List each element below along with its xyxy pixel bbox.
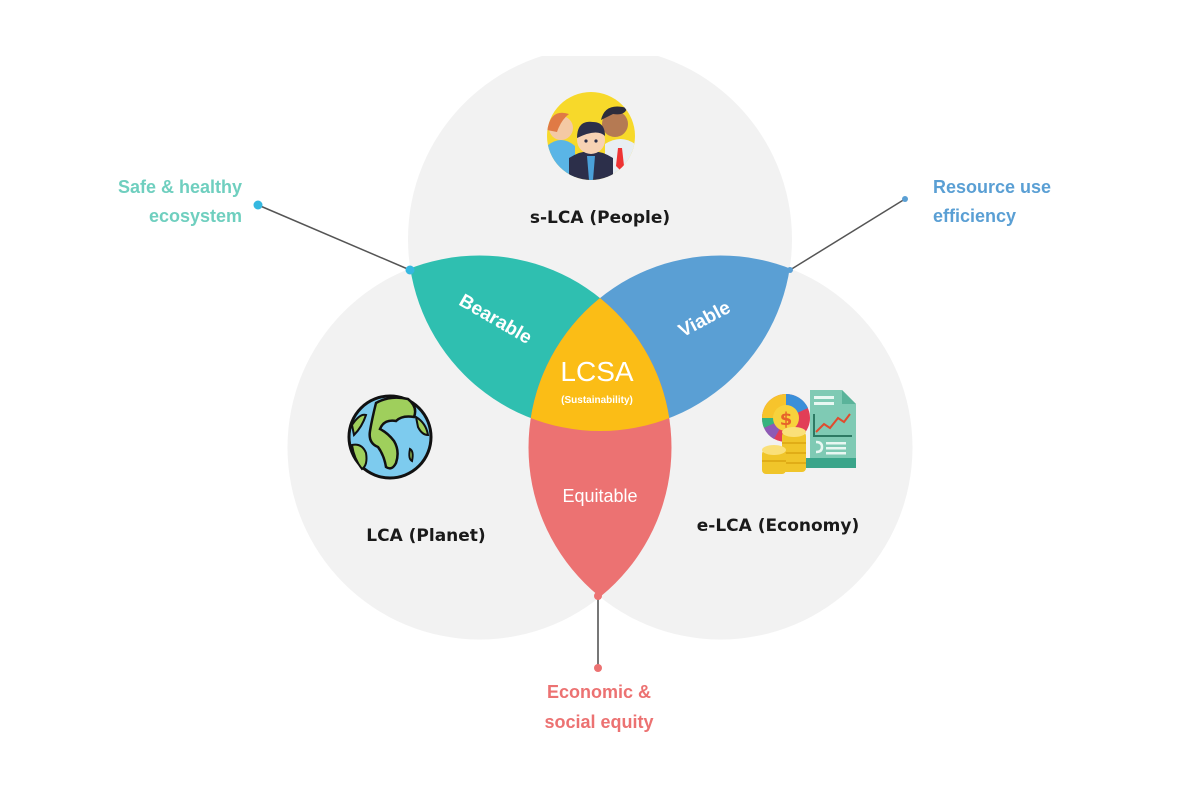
- pillar-label-people: s-LCA (People): [530, 208, 670, 228]
- callout-lines: [253, 196, 908, 672]
- pillar-label-economy: e-LCA (Economy): [697, 516, 859, 536]
- callout-equitable: Economic & social equity: [544, 682, 653, 732]
- center-subtitle: (Sustainability): [561, 395, 633, 406]
- pillar-label-planet: LCA (Planet): [366, 526, 485, 546]
- center-title: LCSA: [560, 356, 633, 387]
- center-lcsa: [528, 255, 672, 431]
- callout-bearable: Safe & healthy ecosystem: [118, 177, 242, 226]
- callout-line-bearable: [257, 204, 411, 271]
- callout-equitable-line2: social equity: [544, 712, 653, 732]
- overlap-label-equitable: Equitable: [562, 486, 637, 506]
- finance-report-icon: $: [761, 390, 856, 474]
- callout-viable-line2: efficiency: [933, 206, 1016, 226]
- callout-line-viable: [789, 198, 906, 271]
- callout-bearable-line2: ecosystem: [149, 206, 242, 226]
- callout-dot-equitable-inner: [594, 592, 602, 600]
- callout-bearable-line1: Safe & healthy: [118, 177, 242, 197]
- callout-viable: Resource use efficiency: [933, 177, 1051, 226]
- globe-icon: [347, 394, 433, 480]
- callout-dot-bearable-inner: [405, 265, 415, 275]
- callout-dot-equitable-outer: [594, 664, 602, 672]
- callout-dot-viable-outer: [902, 196, 908, 202]
- callout-equitable-line1: Economic &: [547, 682, 651, 702]
- svg-text:$: $: [780, 409, 793, 430]
- callout-dot-viable-inner: [787, 267, 793, 273]
- callout-dot-bearable-outer: [253, 200, 263, 210]
- callout-viable-line1: Resource use: [933, 177, 1051, 197]
- people-group-icon: [547, 92, 635, 180]
